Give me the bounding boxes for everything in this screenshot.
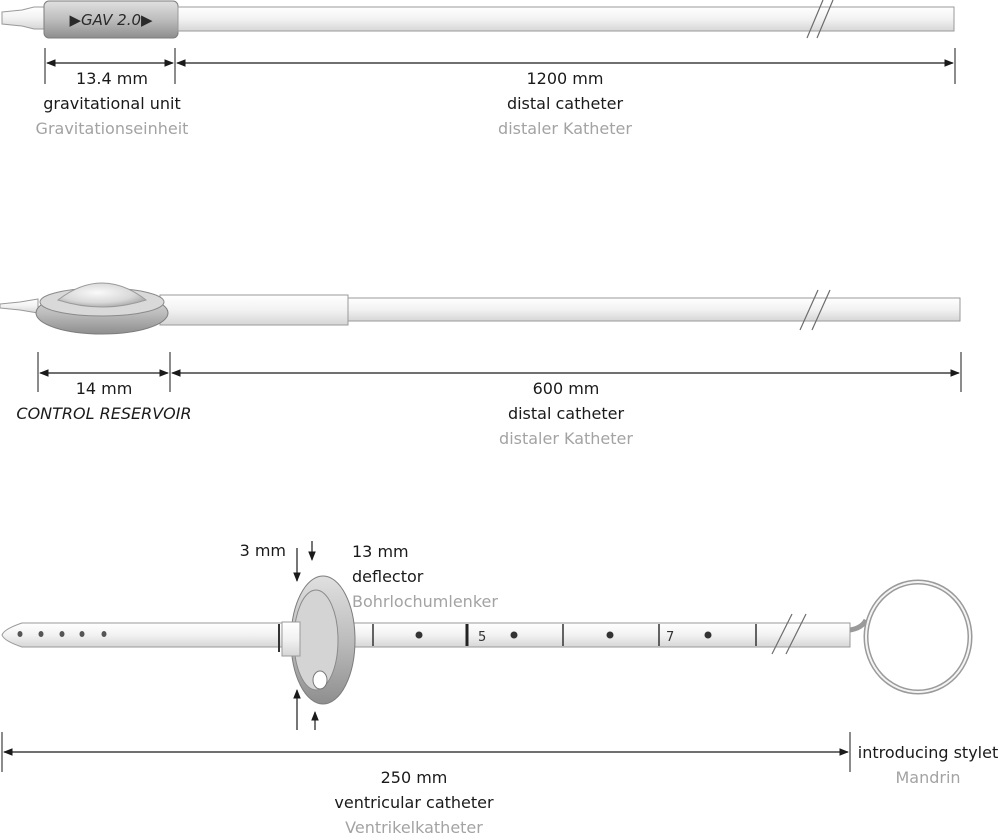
deflector-thickness: 3 mm [240,541,286,560]
gav-valve-label: ▶GAV 2.0▶ [69,11,153,29]
shunt1-distal-catheter [177,6,955,32]
shunt1-valve-length: 13.4 mm [76,69,148,88]
shunt2-catheter-length: 600 mm [533,379,600,398]
catheter-mark-7: 7 [666,630,674,645]
shunt2-catheter-name-de: distaler Katheter [499,429,633,448]
shunt-gav-assembly: ▶GAV 2.0▶ 13.4 mm gravitational unit Gra… [1,0,956,138]
deflector-name: deflector [352,567,424,586]
shunt1-connector [1,6,47,30]
catheter-mark-5: 5 [478,630,486,645]
shunt2-distal-catheter [347,297,961,322]
shunt2-connector [0,298,39,314]
shunt2-break-mark [799,289,831,331]
shunt1-break-mark [806,0,834,39]
control-reservoir-dome [56,282,148,308]
catheter-side-holes [17,631,107,637]
shunt2-catheter-name: distal catheter [508,404,625,423]
shunt2-reservoir-name: CONTROL RESERVOIR [16,404,191,423]
shunt1-catheter-name: distal catheter [507,94,624,113]
ventricular-catheter-name-de: Ventrikelkatheter [345,818,483,837]
deflector-length: 13 mm [352,542,409,561]
shunt2-thick-tube [159,294,349,326]
introducing-stylet-name: introducing stylet [858,743,998,762]
ventricular-catheter-name: ventricular catheter [334,793,494,812]
shunt3-break-mark [771,613,807,655]
shunt1-valve-name: gravitational unit [43,94,181,113]
catheter-length-marks [372,624,757,646]
stylet-neck [849,618,869,633]
ventricular-catheter-assembly: 5 7 3 mm 13 mm deflector Bohrlochumlenke… [1,541,998,837]
introducing-stylet-name-de: Mandrin [895,768,960,787]
shunt2-reservoir-length: 14 mm [76,379,133,398]
ventricular-catheter-length: 250 mm [381,768,448,787]
deflector [278,575,356,705]
shunt1-catheter-length: 1200 mm [527,69,604,88]
shunt1-catheter-name-de: distaler Katheter [498,119,632,138]
ventricular-catheter-tube [1,622,851,648]
deflector-name-de: Bohrlochumlenker [352,592,498,611]
shunt1-valve-name-de: Gravitationseinheit [36,119,189,138]
shunt-control-reservoir-assembly: 14 mm CONTROL RESERVOIR 600 mm distal ca… [0,282,962,448]
